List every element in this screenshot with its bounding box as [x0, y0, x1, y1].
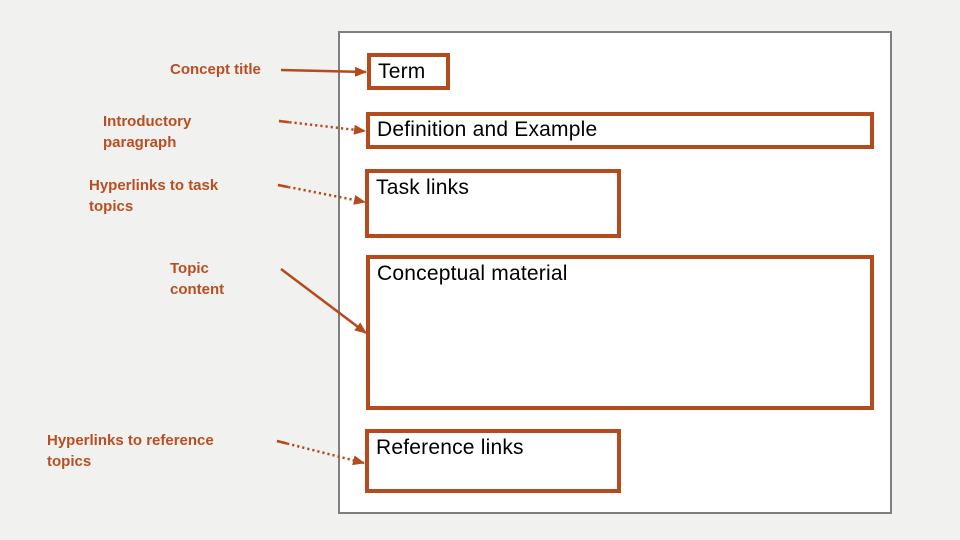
- label-topic-content: Topic content: [170, 260, 225, 298]
- box-conceptual-material-label: Conceptual material: [377, 262, 568, 285]
- box-term-label: Term: [378, 60, 426, 83]
- arrow-reference-start-dash: [276, 439, 288, 445]
- arrow-task-start-dash: [277, 183, 289, 189]
- label-concept-title: Concept title: [170, 61, 261, 78]
- box-task-links: Task links: [365, 169, 621, 238]
- label-hyperlinks-to-task-topics: Hyperlinks to task topics: [89, 177, 219, 215]
- box-term: Term: [367, 53, 450, 90]
- box-definition-label: Definition and Example: [377, 118, 598, 141]
- label-hyperlinks-to-reference-topics: Hyperlinks to reference topics: [47, 432, 214, 470]
- arrow-introductory-start-dash: [278, 119, 290, 124]
- box-reference-links-label: Reference links: [376, 436, 524, 459]
- box-definition-and-example: Definition and Example: [366, 112, 874, 149]
- box-task-links-label: Task links: [376, 176, 470, 199]
- box-reference-links: Reference links: [365, 429, 621, 493]
- box-conceptual-material: Conceptual material: [366, 255, 874, 410]
- label-introductory-paragraph: Introductory paragraph: [103, 113, 192, 151]
